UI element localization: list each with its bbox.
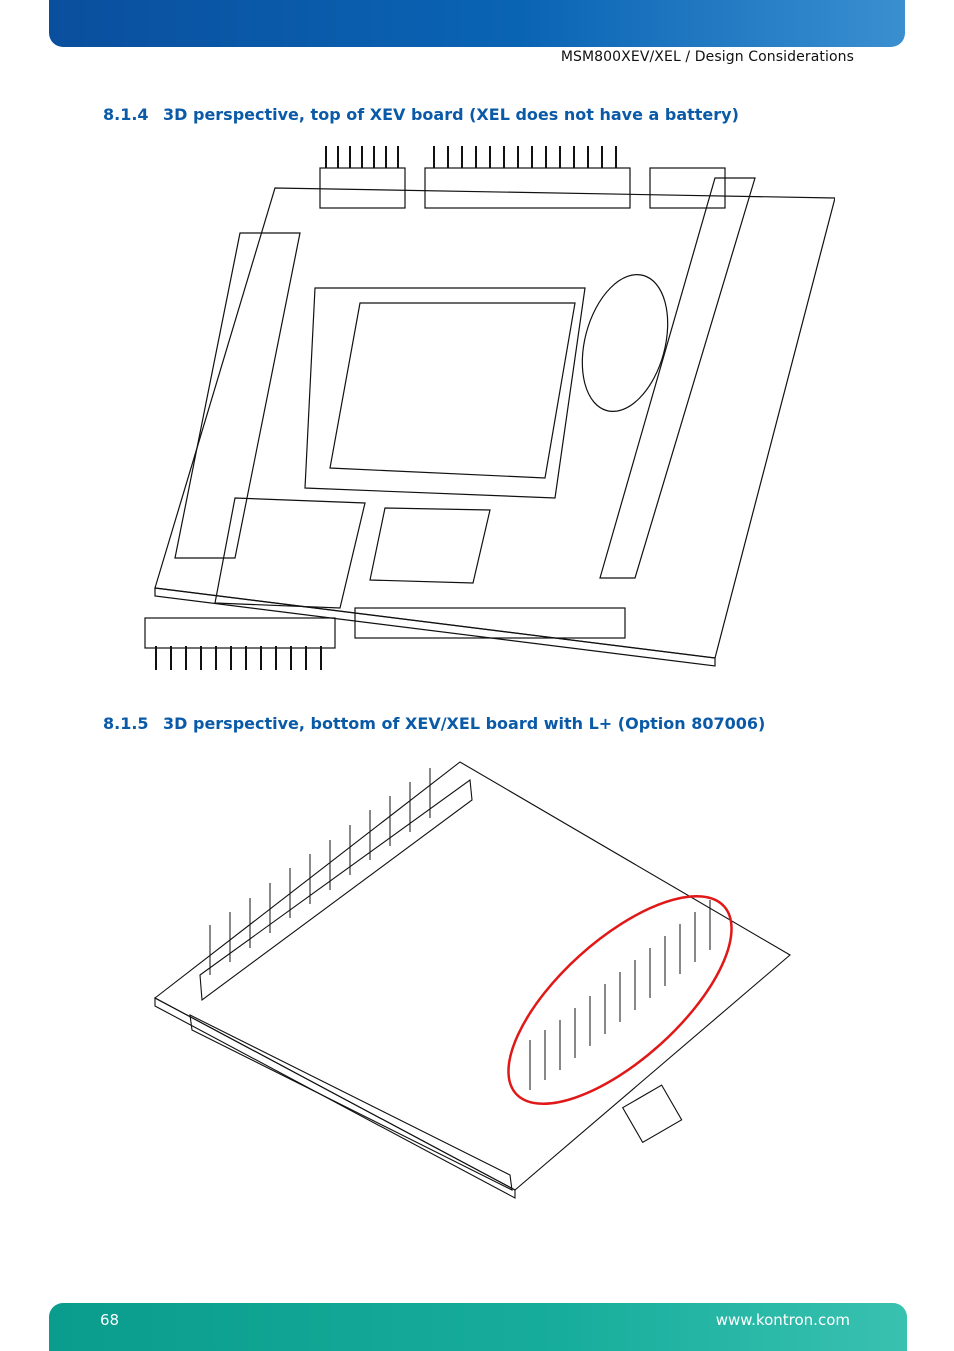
highlight-ellipse [507, 895, 733, 1105]
connector-left [174, 232, 301, 559]
connector-top-3 [649, 167, 726, 209]
pin-row-top-2 [433, 146, 617, 168]
connector-top-2 [424, 167, 631, 209]
connector-bottom-2 [354, 607, 626, 639]
footer-bar [49, 1303, 907, 1351]
section-title-text: 3D perspective, bottom of XEV/XEL board … [163, 714, 766, 733]
cpu-die [329, 302, 576, 479]
section-title-text: 3D perspective, top of XEV board (XEL do… [163, 105, 739, 124]
header-bar [49, 0, 905, 47]
pin-header-left [199, 778, 473, 1002]
battery [581, 273, 669, 413]
connector-right [599, 177, 756, 579]
connector-right-small [621, 1084, 683, 1144]
pcb-edge [154, 587, 716, 667]
pin-row-bottom [155, 646, 322, 670]
pin-field-left [209, 768, 431, 975]
pin-header-bottom [189, 1014, 513, 1191]
page-number: 68 [100, 1311, 120, 1329]
cpu-chip [304, 287, 586, 499]
pin-field-right [529, 900, 711, 1090]
pcb-edge [154, 997, 516, 1199]
website-link[interactable]: www.kontron.com [715, 1311, 850, 1329]
chip-middle [369, 507, 491, 584]
pcb-outline [154, 187, 835, 659]
pin-row-top-1 [325, 146, 399, 168]
section-number: 8.1.5 [103, 714, 149, 733]
pcb-outline [153, 761, 791, 1191]
section-heading-8-1-4: 8.1.4 3D perspective, top of XEV board (X… [103, 105, 739, 124]
chip-left [214, 497, 366, 609]
document-header-title: MSM800XEV/XEL / Design Considerations [560, 49, 854, 65]
connector-bottom-1 [144, 617, 336, 649]
board-top-view-drawing [144, 146, 835, 670]
connector-top-1 [319, 167, 406, 209]
section-number: 8.1.4 [103, 105, 149, 124]
section-heading-8-1-5: 8.1.5 3D perspective, bottom of XEV/XEL b… [103, 714, 765, 733]
board-bottom-view-drawing [153, 761, 791, 1199]
